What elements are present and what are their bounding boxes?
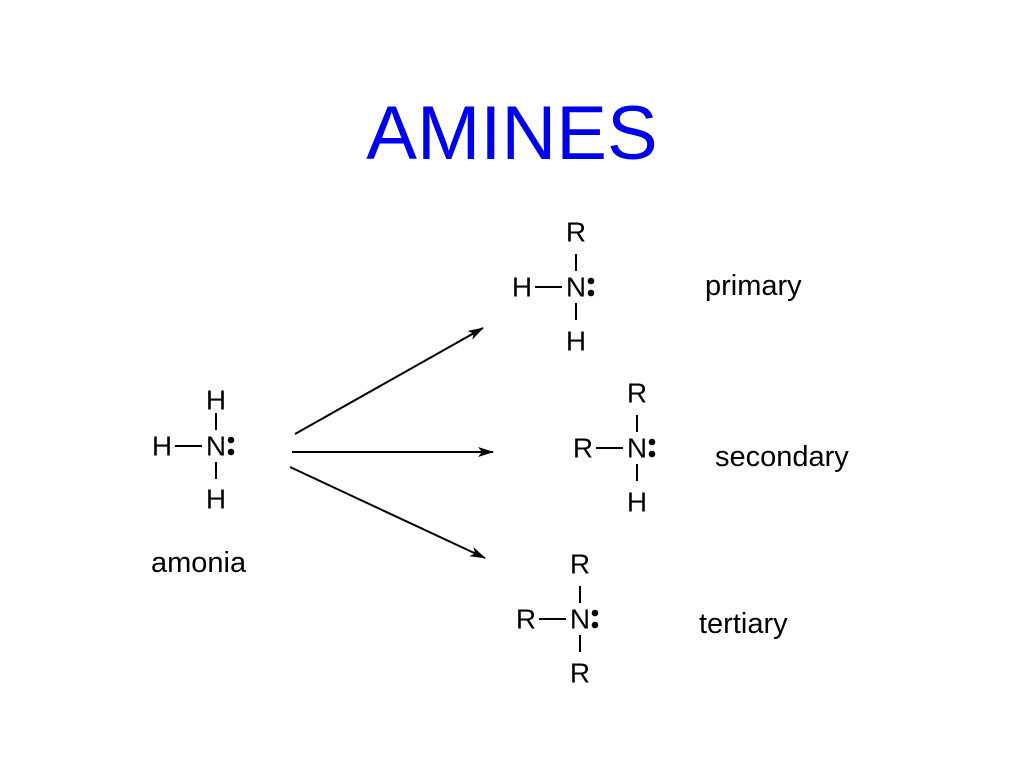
atom-top: R (627, 378, 647, 409)
atom-center: N (627, 433, 647, 464)
atom-left: H (512, 272, 532, 303)
ammonia-structure: H H N H (152, 385, 235, 515)
slide-title: AMINES (366, 91, 658, 176)
atom-bottom: R (570, 658, 590, 689)
atom-center: N (206, 431, 226, 462)
lone-pair-dot-upper (227, 436, 235, 444)
lone-pair-dot-lower (648, 450, 656, 458)
tertiary-amine-structure: R R N R (516, 549, 599, 689)
atom-center: N (566, 272, 586, 303)
lone-pair-dot-upper (591, 609, 599, 617)
atom-left: R (516, 604, 536, 635)
lone-pair-dot-lower (227, 448, 235, 456)
atom-top: R (566, 217, 586, 248)
tertiary-label: tertiary (699, 608, 788, 640)
lone-pair-dot-upper (587, 277, 595, 285)
lone-pair-dot-lower (587, 289, 595, 297)
primary-amine-structure: R H N H (512, 217, 595, 357)
atom-top: R (570, 549, 590, 580)
secondary-amine-structure: R R N H (573, 378, 656, 518)
atom-center: N (570, 604, 590, 635)
atom-top: H (206, 385, 226, 416)
primary-label: primary (705, 270, 802, 302)
lone-pair-dot-lower (591, 621, 599, 629)
atom-bottom: H (206, 484, 226, 515)
arrow-to-primary (294, 327, 484, 435)
atom-bottom: H (627, 487, 647, 518)
arrow-to-tertiary (289, 466, 486, 559)
atom-bottom: H (566, 326, 586, 357)
secondary-label: secondary (715, 441, 849, 473)
ammonia-label: amonia (151, 547, 247, 579)
lone-pair-dot-upper (648, 438, 656, 446)
atom-left: H (152, 431, 172, 462)
atom-left: R (573, 433, 593, 464)
